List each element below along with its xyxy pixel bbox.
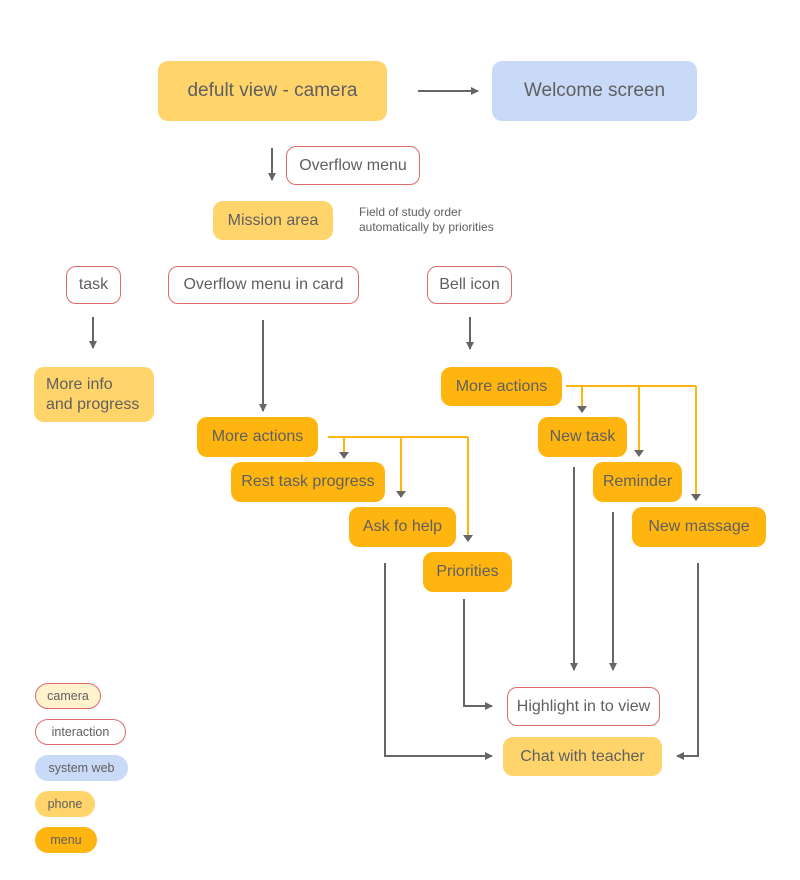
arrowhead-reminder xyxy=(634,450,644,457)
arrowhead-new-task xyxy=(577,406,587,413)
note-field-of-study: Field of study order automatically by pr… xyxy=(359,205,494,234)
node-priorities: Priorities xyxy=(423,552,512,592)
legend-interaction: interaction xyxy=(35,719,126,745)
node-overflow-menu-in-card: Overflow menu in card xyxy=(168,266,359,304)
node-overflow-menu: Overflow menu xyxy=(286,146,420,185)
node-chat-with-teacher: Chat with teacher xyxy=(503,737,662,776)
node-new-massage: New massage xyxy=(632,507,766,547)
node-more-actions-left: More actions xyxy=(197,417,318,457)
node-default-view-camera: defult view - camera xyxy=(158,61,387,121)
node-ask-fo-help: Ask fo help xyxy=(349,507,456,547)
arrowhead-new-massage xyxy=(691,494,701,501)
arrowhead-rest xyxy=(339,452,349,459)
node-bell-icon: Bell icon xyxy=(427,266,512,304)
node-welcome-screen: Welcome screen xyxy=(492,61,697,121)
legend-camera: camera xyxy=(35,683,101,709)
node-reminder: Reminder xyxy=(593,462,682,502)
legend-menu: menu xyxy=(35,827,97,853)
legend-phone: phone xyxy=(35,791,95,817)
node-more-info-and-progress: More info and progress xyxy=(34,367,154,422)
node-new-task: New task xyxy=(538,417,627,457)
node-mission-area: Mission area xyxy=(213,201,333,240)
node-rest-task-progress: Rest task progress xyxy=(231,462,385,502)
arrow-priorities-to-highlight xyxy=(463,599,493,710)
arrow-ask-help-to-chat xyxy=(384,563,493,760)
node-highlight-in-to-view: Highlight in to view xyxy=(507,687,660,726)
node-task: task xyxy=(66,266,121,304)
node-more-actions-right: More actions xyxy=(441,367,562,406)
legend-system-web: system web xyxy=(35,755,128,781)
arrow-new-massage-to-chat xyxy=(676,563,699,760)
arrowhead-priorities xyxy=(463,535,473,542)
arrowhead-ask xyxy=(396,491,406,498)
